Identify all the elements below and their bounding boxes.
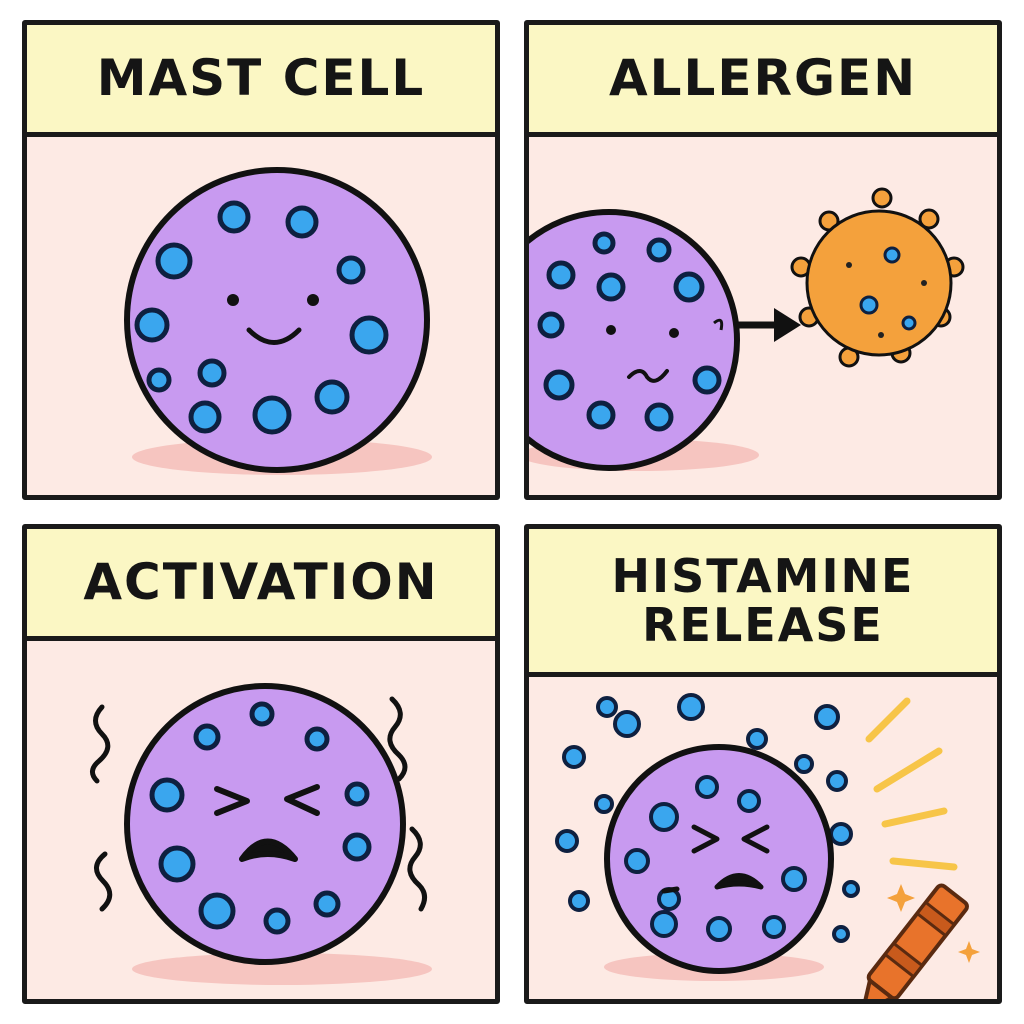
pained-face <box>214 784 320 862</box>
sparkle-icon <box>887 884 980 963</box>
granules <box>537 231 722 432</box>
panel-allergen: ALLERGEN <box>524 20 1002 500</box>
histamine-release-illustration <box>555 693 980 999</box>
happy-face <box>227 294 319 345</box>
mast-cell-body <box>124 167 430 473</box>
arrow-icon <box>735 308 801 342</box>
uneasy-face <box>606 318 724 383</box>
panel-mast-cell: MAST CELL <box>22 20 500 500</box>
panel-activation: ACTIVATION <box>22 524 500 1004</box>
mast-cell-illustration <box>124 167 432 475</box>
panel-header: MAST CELL <box>27 25 495 137</box>
cell-shadow <box>132 953 432 985</box>
released-granules <box>555 693 860 943</box>
granules <box>149 701 372 935</box>
allergen-particle <box>790 187 965 368</box>
pained-face <box>661 824 770 894</box>
mast-cell-body <box>529 209 740 471</box>
activation-illustration <box>90 683 432 985</box>
panel-title: MAST CELL <box>96 49 426 108</box>
crayon-icon <box>860 883 969 999</box>
granules <box>624 775 807 942</box>
panel-title: HISTAMINE RELEASE <box>611 549 915 652</box>
panel-title: ALLERGEN <box>608 49 918 108</box>
panel-header: ALLERGEN <box>529 25 997 137</box>
panel-header: ACTIVATION <box>27 529 495 641</box>
panel-histamine-release: HISTAMINE RELEASE <box>524 524 1002 1004</box>
allergen-illustration <box>529 187 965 471</box>
panel-header: HISTAMINE RELEASE <box>529 529 997 677</box>
burst-lines <box>865 697 958 871</box>
panel-title: ACTIVATION <box>83 553 439 612</box>
granules <box>134 200 389 435</box>
shake-lines <box>90 696 427 912</box>
